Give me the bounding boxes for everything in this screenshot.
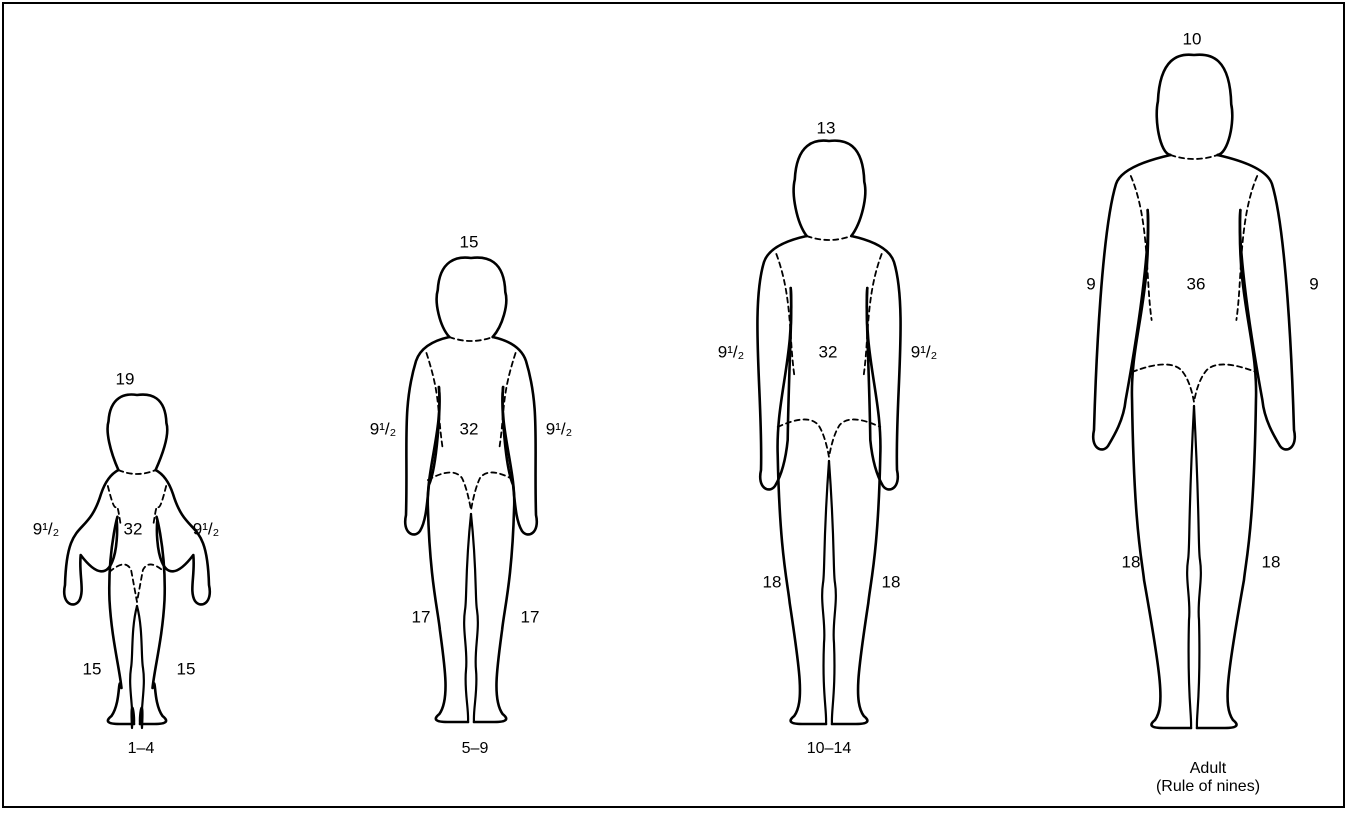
- fig2-trunk-value: 32: [460, 421, 479, 440]
- fig2-arm-left-value: 9¹/₂: [370, 421, 396, 440]
- fig2-arm-right-value: 9¹/₂: [546, 421, 572, 440]
- fig1-leg-left-value: 15: [83, 661, 102, 680]
- fig3-head-value: 13: [817, 120, 836, 139]
- fig4-leg-right-value: 18: [1262, 554, 1281, 573]
- fig2-leg-left-value: 17: [412, 609, 431, 628]
- fig2-head-value: 15: [460, 234, 479, 253]
- fig3-trunk-value: 32: [819, 344, 838, 363]
- fig3-arm-right-value: 9¹/₂: [911, 344, 937, 363]
- fig4-head-value: 10: [1183, 31, 1202, 50]
- fig2-body-outline: [405, 258, 537, 722]
- fig4-leg-left-value: 18: [1122, 554, 1141, 573]
- fig4-arm-left-value: 9: [1086, 276, 1095, 295]
- fig1-age-caption: 1–4: [128, 740, 155, 758]
- fig4-arm-right-value: 9: [1309, 276, 1318, 295]
- fig1-arm-left-value: 9¹/₂: [33, 521, 59, 540]
- fig1-arm-right-value: 9¹/₂: [193, 521, 219, 540]
- fig3-body-outline: [757, 141, 900, 724]
- fig1-leg-right-value: 15: [177, 661, 196, 680]
- fig1-head-value: 19: [116, 371, 135, 390]
- fig4-trunk-value: 36: [1187, 276, 1206, 295]
- fig2-leg-right-value: 17: [521, 609, 540, 628]
- fig4-age-note: (Rule of nines): [1156, 778, 1260, 795]
- fig3-leg-right-value: 18: [882, 574, 901, 593]
- fig3-leg-left-value: 18: [763, 574, 782, 593]
- fig4-age-caption: Adult (Rule of nines): [1156, 760, 1260, 797]
- fig3-arm-left-value: 9¹/₂: [718, 344, 744, 363]
- fig3-age-caption: 10–14: [807, 740, 852, 758]
- fig4-age-group: Adult: [1190, 760, 1226, 777]
- fig2-age-caption: 5–9: [462, 740, 489, 758]
- fig4-body-outline: [1093, 55, 1295, 728]
- fig1-trunk-value: 32: [124, 521, 143, 540]
